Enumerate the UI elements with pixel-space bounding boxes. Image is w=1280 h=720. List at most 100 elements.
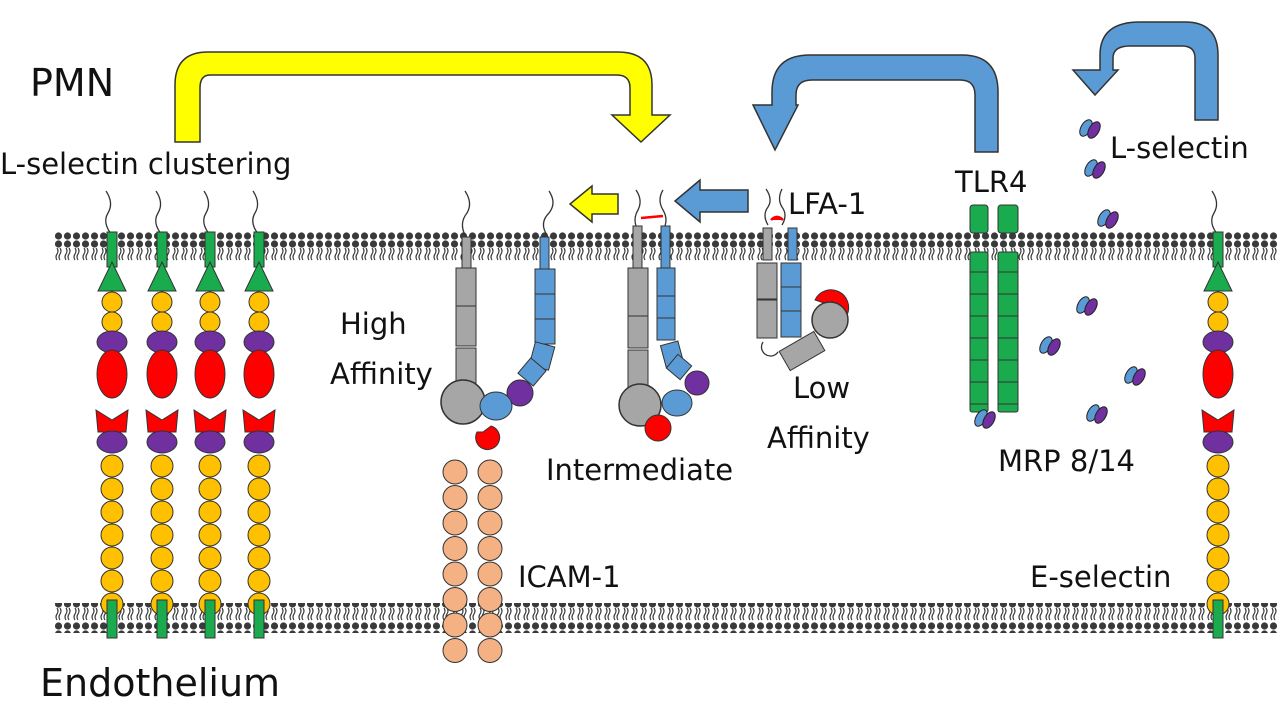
ligand-bead <box>1206 546 1230 570</box>
ligand-purple-domain <box>146 430 178 454</box>
ligand-bead <box>1206 454 1230 478</box>
ligand-bead <box>247 569 271 593</box>
ligand-bead <box>100 500 124 524</box>
ligand-bead <box>247 546 271 570</box>
ligand-bead <box>150 454 174 478</box>
label-tlr4: TLR4 <box>955 165 1028 199</box>
label-l-selectin-clustering: L-selectin clustering <box>0 147 292 181</box>
mrp-dimer <box>1039 336 1061 356</box>
ligand-binding-site <box>1201 409 1235 433</box>
icam1-domain <box>477 612 503 638</box>
egf-domain <box>97 260 127 292</box>
ligand-bead <box>100 523 124 547</box>
blue-curved-arrow-lselectin <box>1071 21 1219 121</box>
ligand-anchor <box>106 599 118 639</box>
mrp14-subunit <box>1105 211 1119 229</box>
e-selectin-molecule <box>1201 190 1235 639</box>
ligand-bead <box>1206 477 1230 501</box>
lfa1-low-affinity <box>756 188 850 372</box>
icam1-domain <box>442 459 468 485</box>
ligand-purple-domain <box>1202 430 1234 454</box>
label-endothelium: Endothelium <box>40 661 281 705</box>
egf-domain <box>195 260 225 292</box>
mrp-dimer <box>1084 159 1106 179</box>
ligand-bead <box>150 546 174 570</box>
endothelium-membrane <box>55 603 1277 633</box>
lfa1-intermediate <box>618 189 710 442</box>
lectin-domain <box>243 349 275 399</box>
mrp14-subunit <box>1132 368 1146 386</box>
mrp-dimer <box>1076 296 1098 316</box>
mrp14-subunit <box>1094 406 1108 424</box>
ligand-bead <box>150 500 174 524</box>
label-lfa1: LFA-1 <box>788 187 867 221</box>
ligand-bead <box>198 546 222 570</box>
ligand-bead <box>247 500 271 524</box>
icam1-domain <box>442 485 468 510</box>
icam1-domain <box>477 485 503 510</box>
icam1-domain <box>477 587 503 612</box>
ligand-bead <box>1206 523 1230 547</box>
ligand-bead <box>198 569 222 593</box>
ligand-bead <box>150 523 174 547</box>
tether <box>252 190 260 236</box>
scr-domain <box>151 311 173 333</box>
ligand-anchor <box>1212 599 1224 639</box>
mrp14-subunit <box>1084 298 1098 316</box>
mrp14-subunit <box>1047 338 1061 356</box>
icam1-molecule <box>442 459 503 663</box>
label-intermediate: Intermediate <box>546 453 734 487</box>
ligand-binding-site <box>145 409 179 433</box>
icam1-domain <box>477 561 503 587</box>
mrp-dimer <box>1086 404 1108 424</box>
tether <box>203 190 211 236</box>
tether <box>155 190 163 236</box>
label-icam1: ICAM-1 <box>518 560 621 594</box>
ligand-bead <box>198 500 222 524</box>
ligand-bead <box>247 454 271 478</box>
ligand-bead <box>198 477 222 501</box>
scr-domain <box>101 311 123 333</box>
scr-domain <box>199 291 221 313</box>
ligand-bead <box>1206 500 1230 524</box>
lfa1-high-affinity <box>440 190 556 451</box>
ligand-bead <box>198 523 222 547</box>
ligand-anchor <box>204 599 216 639</box>
ligand-binding-site <box>95 409 129 433</box>
egf-domain <box>147 260 177 292</box>
scr-domain <box>151 291 173 313</box>
mrp14-subunit <box>1092 161 1106 179</box>
label-low: Low <box>793 371 851 405</box>
ligand-anchor <box>253 599 265 639</box>
label-affinity-high: Affinity <box>330 357 433 391</box>
mrp-dimer <box>1079 119 1101 139</box>
ligand-bead <box>100 454 124 478</box>
mrp-dimer <box>1097 209 1119 229</box>
tlr4-chain <box>997 251 1019 413</box>
ligand-bead <box>247 477 271 501</box>
label-high: High <box>340 307 407 341</box>
ligand-binding-site <box>242 409 276 433</box>
mrp-dimer <box>974 409 996 429</box>
icam1-domain <box>477 510 503 536</box>
ligand-bead <box>247 523 271 547</box>
scr-domain <box>101 291 123 313</box>
mrp-8-14-dimers <box>974 119 1146 429</box>
ligand-bead <box>100 569 124 593</box>
label-affinity-low: Affinity <box>767 421 870 455</box>
scr-domain <box>1207 291 1229 313</box>
mrp-dimer <box>1124 366 1146 386</box>
ligand-bead <box>100 477 124 501</box>
icam1-domain <box>442 561 468 587</box>
tlr4-receptor <box>969 204 1019 413</box>
ligand-anchor <box>156 599 168 639</box>
egf-domain <box>244 260 274 292</box>
icam1-domain <box>477 536 503 561</box>
blue-curved-arrow-tlr4 <box>751 54 999 153</box>
ligand-bead <box>100 546 124 570</box>
lectin-domain <box>194 349 226 399</box>
label-l-selectin: L-selectin <box>1110 131 1249 165</box>
blue-small-arrow <box>673 178 749 224</box>
egf-domain <box>1203 260 1233 292</box>
ligand-bead <box>198 454 222 478</box>
